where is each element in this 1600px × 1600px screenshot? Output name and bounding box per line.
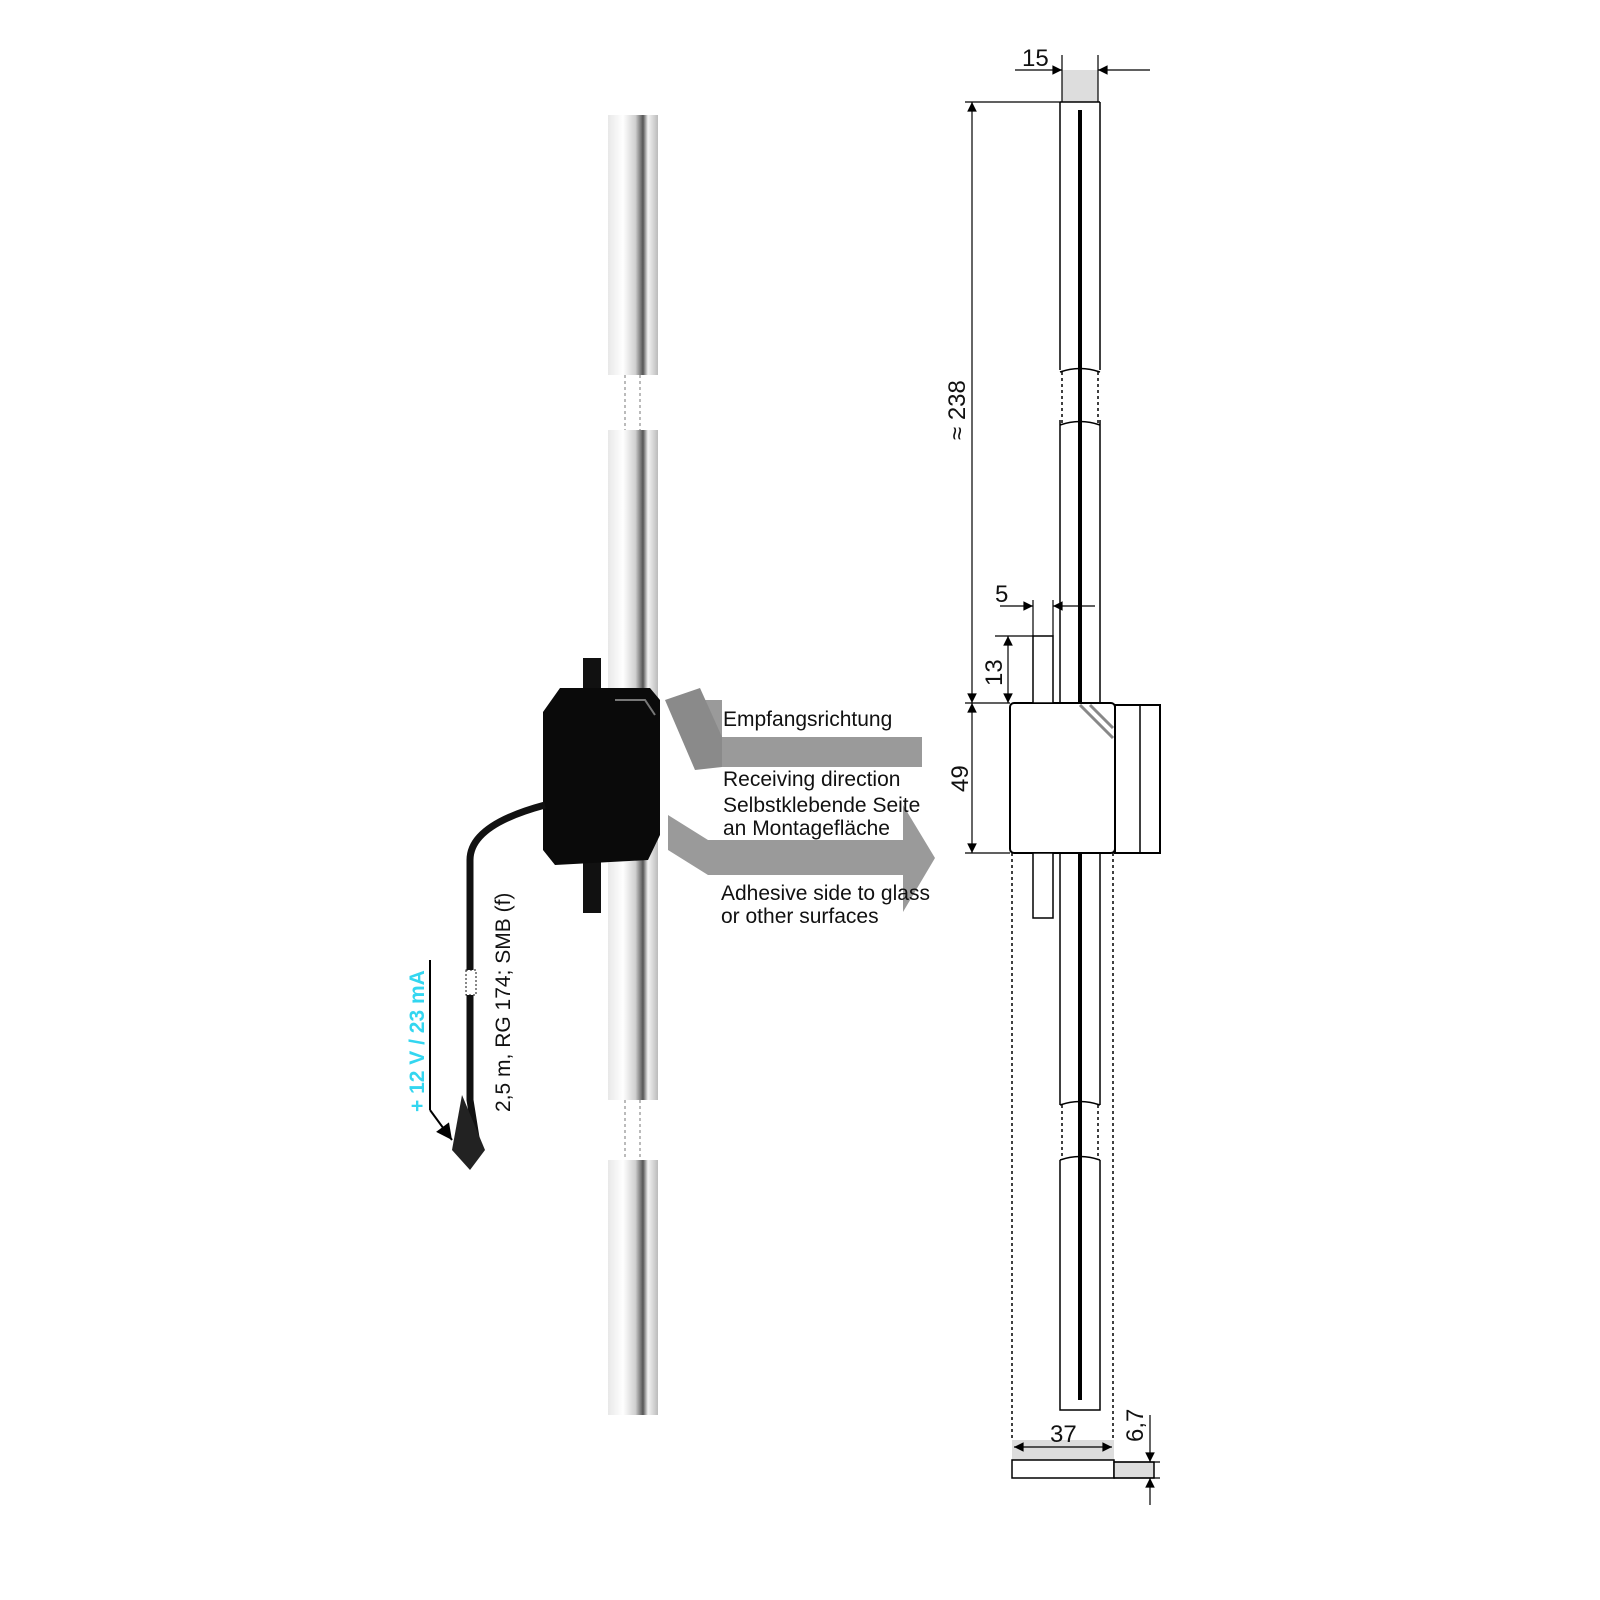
coax-cable: [429, 801, 546, 1170]
adhesive-label-de-1: Selbstklebende Seite: [723, 794, 920, 817]
dim-length: ≈ 238: [944, 380, 971, 440]
adhesive-label-en-2: or other surfaces: [721, 905, 879, 928]
adhesive-label-de-2: an Montagefläche: [723, 817, 890, 840]
receiving-direction-arrow: [665, 688, 922, 770]
technical-drawing: [965, 55, 1161, 1505]
amplifier-box: [543, 688, 660, 865]
cable-label: 2,5 m, RG 174; SMB (f): [492, 893, 515, 1112]
dim-tab-width: 5: [995, 581, 1008, 608]
receiving-label-en: Receiving direction: [723, 768, 900, 791]
power-label: + 12 V / 23 mA: [406, 970, 429, 1112]
dim-width-top: 15: [1022, 45, 1049, 72]
dim-tab-height: 13: [981, 659, 1008, 686]
adhesive-label-en-1: Adhesive side to glass: [721, 882, 930, 905]
receiving-label-de: Empfangsrichtung: [723, 708, 892, 731]
dim-box-height: 49: [947, 765, 974, 792]
dim-depth: 6,7: [1122, 1409, 1149, 1442]
smb-connector-icon: [452, 1095, 485, 1170]
dim-box-width: 37: [1050, 1421, 1077, 1448]
adhesive-side-arrow: [668, 805, 935, 912]
